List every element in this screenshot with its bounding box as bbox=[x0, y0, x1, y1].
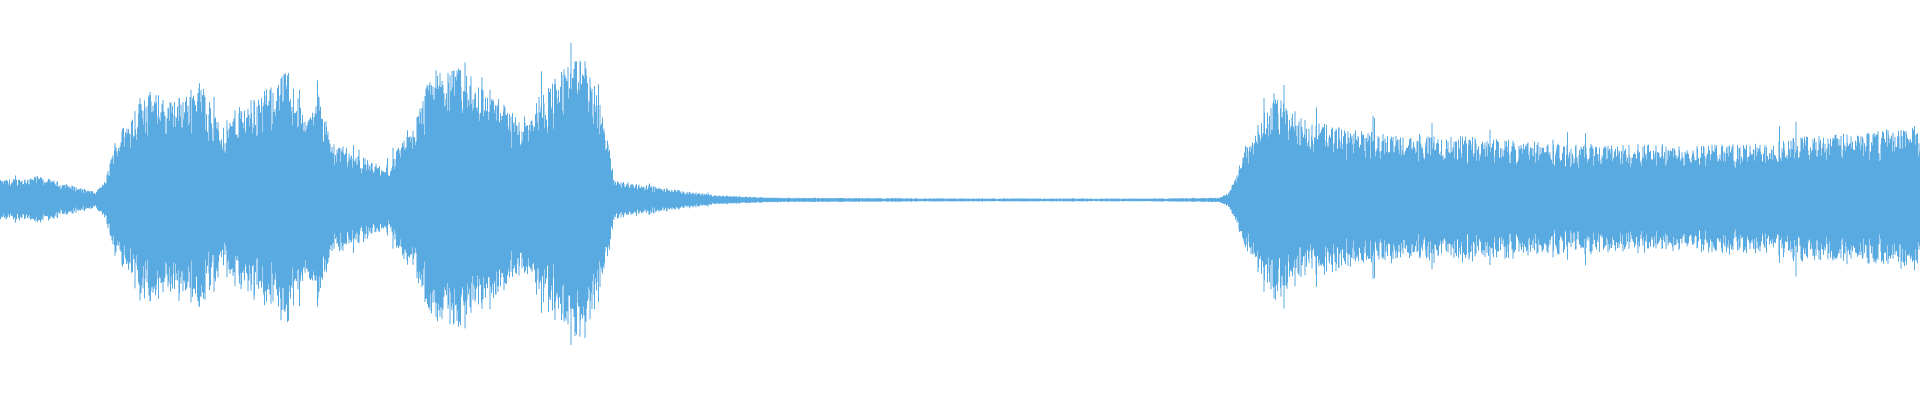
waveform-trace bbox=[0, 42, 1920, 346]
